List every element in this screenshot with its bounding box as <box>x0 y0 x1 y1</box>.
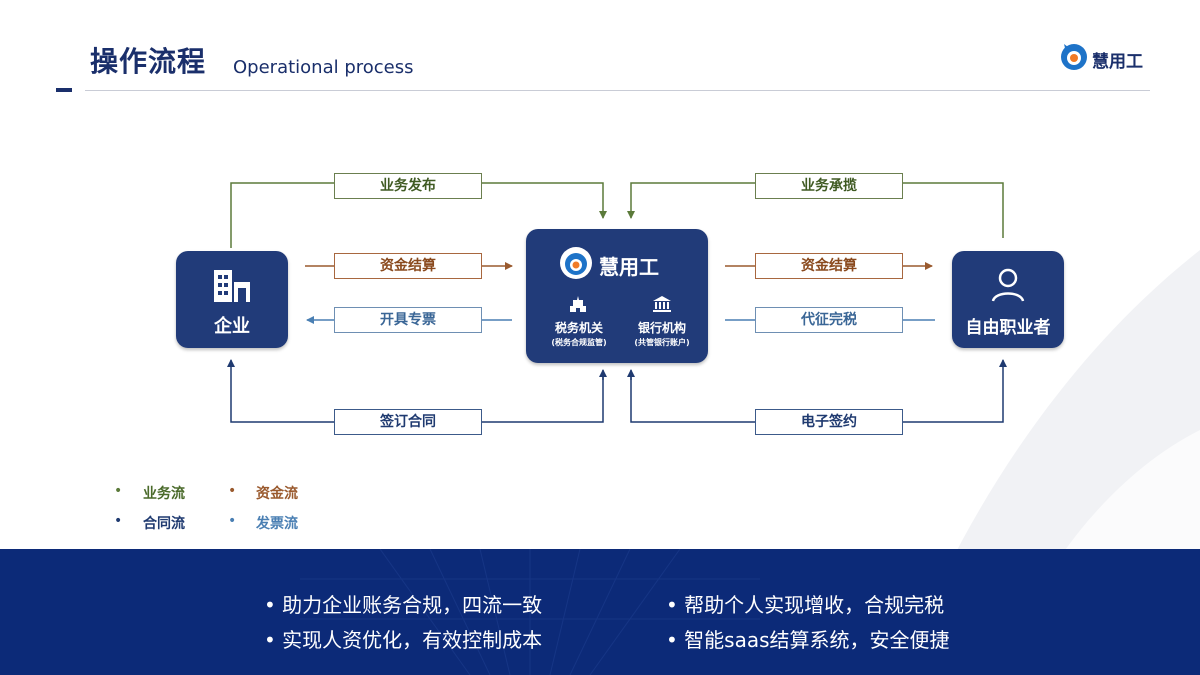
enterprise-label: 企业 <box>214 316 250 337</box>
node-platform: 慧用工 税务机关 (税务合规监管) 银行机构 (共管银行账户) <box>526 229 708 363</box>
legend-invoice: 发票流 <box>256 516 298 532</box>
person-icon <box>991 268 1025 302</box>
legend-business-bullet: • <box>114 483 123 499</box>
legend-business: 业务流 <box>143 486 185 502</box>
bank-icon <box>653 296 671 312</box>
brand-logo-icon <box>1061 44 1087 70</box>
label-invoice: 开具专票 <box>334 307 482 333</box>
platform-brand: 慧用工 <box>599 255 659 279</box>
bank-note: (共管银行账户) <box>634 338 690 347</box>
node-freelancer: 自由职业者 <box>952 251 1064 348</box>
label-fund-settle-right: 资金结算 <box>755 253 903 279</box>
platform-logo-icon <box>560 247 592 279</box>
legend-contract: 合同流 <box>143 516 185 532</box>
benefit-item-1: • 助力企业账务合规，四流一致 <box>264 593 543 617</box>
brand-name: 慧用工 <box>1092 52 1143 72</box>
legend-invoice-bullet: • <box>228 513 237 529</box>
label-fund-settle-left: 资金结算 <box>334 253 482 279</box>
page-title: 操作流程 <box>90 45 207 78</box>
benefits-band: • 助力企业账务合规，四流一致 • 帮助个人实现增收，合规完税 • 实现人资优化… <box>0 549 1200 675</box>
label-business-undertake: 业务承揽 <box>755 173 903 199</box>
page-subtitle: Operational process <box>233 57 414 78</box>
label-business-publish: 业务发布 <box>334 173 482 199</box>
building-icon <box>214 270 250 302</box>
label-e-sign: 电子签约 <box>755 409 903 435</box>
legend-contract-bullet: • <box>114 513 123 529</box>
benefit-item-3: • 实现人资优化，有效控制成本 <box>264 628 543 652</box>
label-tax-withhold: 代征完税 <box>755 307 903 333</box>
tax-office-icon <box>570 296 586 312</box>
node-enterprise: 企业 <box>176 251 288 348</box>
bank-label: 银行机构 <box>637 321 686 335</box>
label-sign-contract: 签订合同 <box>334 409 482 435</box>
benefit-item-2: • 帮助个人实现增收，合规完税 <box>666 593 945 617</box>
freelancer-label: 自由职业者 <box>965 318 1051 338</box>
tax-authority-note: (税务合规监管) <box>551 338 607 347</box>
band-texture <box>300 549 760 675</box>
tax-authority-label: 税务机关 <box>554 321 603 335</box>
benefit-item-4: • 智能saas结算系统，安全便捷 <box>666 628 950 652</box>
title-accent-bar <box>56 88 72 92</box>
legend-fund: 资金流 <box>256 486 298 502</box>
header-divider <box>85 90 1150 91</box>
legend-fund-bullet: • <box>228 483 237 499</box>
